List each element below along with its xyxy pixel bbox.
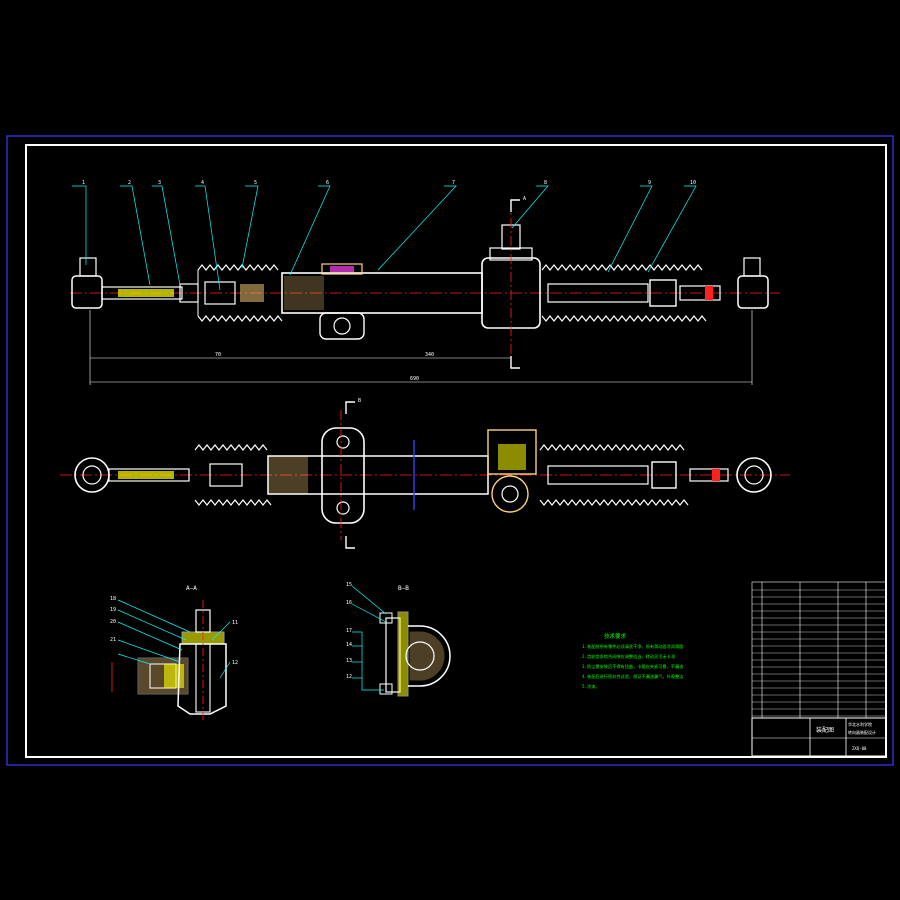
title-block-school: 华北水利学院	[848, 721, 872, 727]
section-a-view: A—A 18 19 20 21 11 12	[110, 585, 238, 720]
note-line: 2.齿轮齿条啮合间隙应调整适当，转动灵活无卡滞	[582, 653, 675, 660]
housing-side	[267, 455, 489, 495]
dimension-label: 70	[215, 352, 221, 358]
right-eye	[736, 457, 772, 493]
svg-text:B: B	[358, 398, 361, 404]
part-number: 18	[110, 596, 116, 602]
right-bellows	[541, 264, 707, 322]
title-block-subtitle: 转向器装配设计	[848, 729, 876, 735]
note-line: 4.装配后进行密封性试验，保证不漏油漏气，外观整洁	[582, 673, 683, 680]
title-block-title: 装配图	[816, 726, 834, 734]
section-marker-b	[345, 401, 355, 414]
part-number: 14	[346, 642, 352, 648]
drawing-frame	[25, 144, 887, 758]
section-b-view: B—B 15 16 17 14 13 12	[346, 582, 451, 697]
technical-notes: 技术要求 1.装配前所有零件必须清洗干净，所有滑动面涂润滑脂 2.齿轮齿条啮合间…	[582, 632, 683, 690]
title-block-drawing-no: ZXQ-00	[852, 746, 867, 751]
left-tie-rod-end	[71, 275, 103, 309]
part-number: 21	[110, 637, 116, 643]
part-number: 3	[158, 180, 161, 186]
parts-list	[751, 581, 887, 719]
part-number: 8	[544, 180, 547, 186]
part-number: 10	[690, 180, 696, 186]
title-block: 装配图 华北水利学院 转向器装配设计 ZXQ-00	[751, 717, 887, 757]
note-line: 5.涂漆。	[582, 683, 600, 690]
part-number: 17	[346, 628, 352, 634]
top-view: 70 340 690 A 1 2 3 4 5 6 7 8	[70, 180, 780, 385]
dimension-label: 340	[425, 352, 434, 358]
part-number: 5	[254, 180, 257, 186]
part-number: 4	[201, 180, 204, 186]
note-line: 3.防尘罩安装后不得有扭曲，卡箍应夹紧可靠，不漏油	[582, 663, 683, 670]
left-bellows	[197, 264, 283, 322]
part-number: 11	[232, 620, 238, 626]
part-number: 12	[346, 674, 352, 680]
part-number: 15	[346, 582, 352, 588]
side-view: B	[60, 398, 790, 549]
note-line: 1.装配前所有零件必须清洗干净，所有滑动面涂润滑脂	[582, 643, 683, 650]
svg-text:B—B: B—B	[398, 585, 409, 592]
section-marker-a	[510, 199, 520, 212]
part-number: 20	[110, 619, 116, 625]
part-number: 13	[346, 658, 352, 664]
mounting-bracket	[321, 427, 365, 524]
svg-text:A: A	[523, 196, 526, 202]
left-tie-rod	[101, 286, 183, 300]
right-tie-rod-end	[737, 275, 769, 309]
part-number: 9	[648, 180, 651, 186]
part-number: 1	[82, 180, 85, 186]
part-number: 2	[128, 180, 131, 186]
part-number: 7	[452, 180, 455, 186]
svg-text:A—A: A—A	[186, 585, 197, 592]
part-number: 19	[110, 607, 116, 613]
parts-list-rows	[752, 589, 886, 717]
dimension-label: 690	[410, 376, 419, 382]
clamp-bracket	[408, 625, 451, 687]
sheet-outer-border	[6, 135, 894, 766]
notes-title: 技术要求	[604, 632, 627, 640]
part-number: 16	[346, 600, 352, 606]
part-number: 12	[232, 660, 238, 666]
part-number: 6	[326, 180, 329, 186]
